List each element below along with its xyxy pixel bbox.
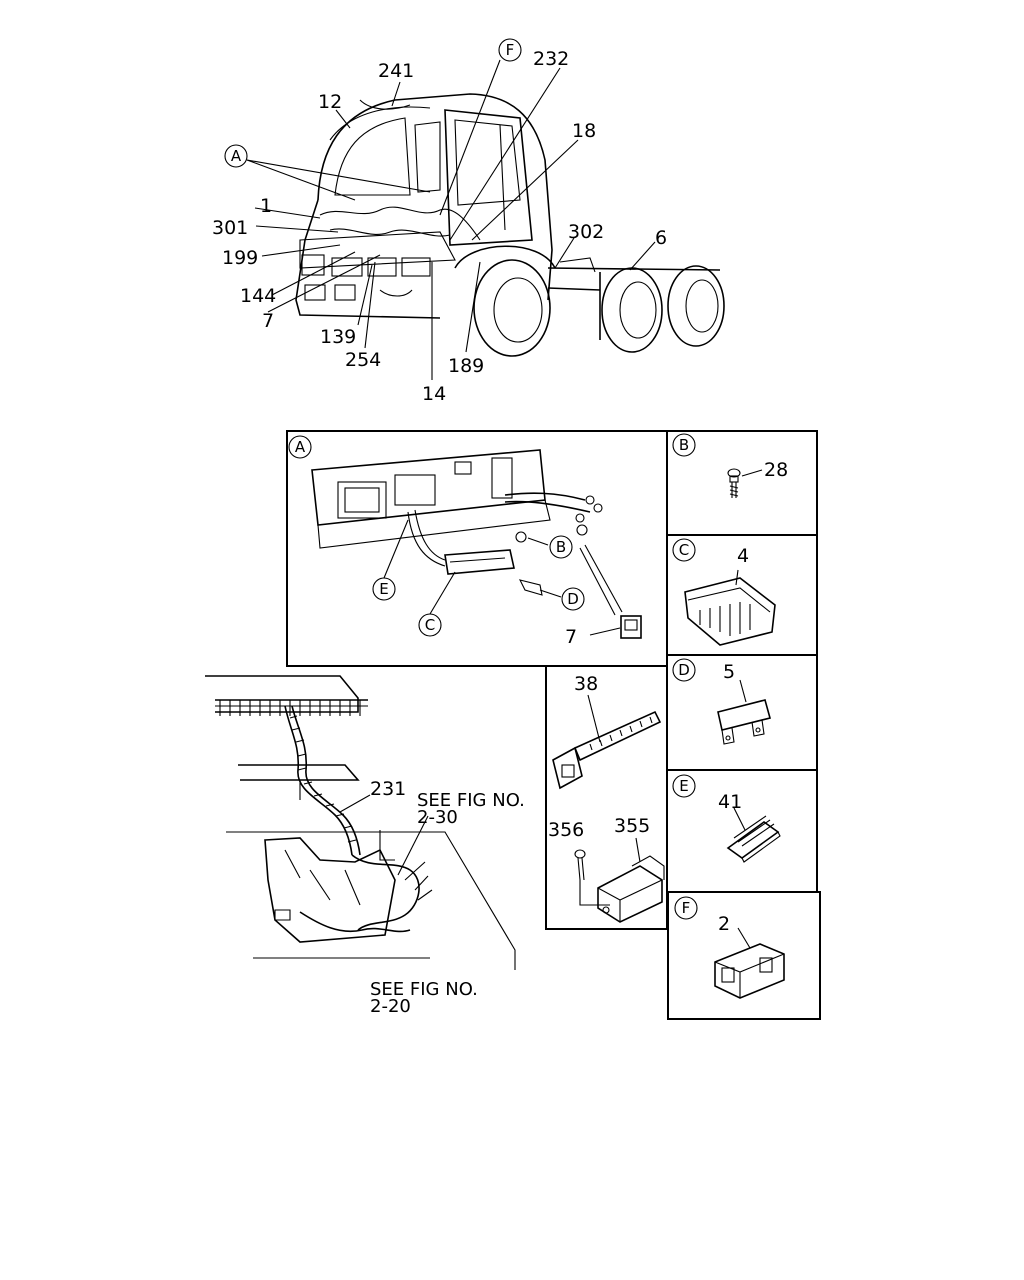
detail-F-panel: F 2	[667, 891, 821, 1020]
detail-D-panel: D 5	[666, 654, 818, 771]
callout-C-text: C	[425, 616, 435, 634]
detail-E-panel: E 41	[666, 769, 818, 893]
callout-C: C	[418, 613, 442, 637]
part-355: 355	[614, 815, 650, 837]
label-7-detail: 7	[565, 626, 577, 648]
callout-A-overview-text: A	[231, 147, 242, 165]
detail-E-letter-text: E	[679, 777, 688, 795]
label-199: 199	[222, 247, 258, 269]
label-232: 232	[533, 48, 569, 70]
detail-B-letter: B	[672, 433, 696, 457]
part-4: 4	[737, 545, 749, 567]
part-5: 5	[723, 661, 735, 683]
label-7-overview: 7	[262, 310, 274, 332]
harness-drawing: 231 SEE FIG NO. 2-30 SEE FIG NO. 2-20	[205, 675, 525, 1017]
detail-D-letter: D	[672, 658, 696, 682]
callout-B: B	[549, 535, 573, 559]
part-2: 2	[718, 913, 730, 935]
detail-C-panel: C 4	[666, 534, 818, 656]
part-356: 356	[548, 819, 584, 841]
callout-A-overview: A	[224, 144, 248, 168]
detail-A-letter: A	[288, 435, 312, 459]
label-1: 1	[260, 195, 272, 217]
truck-overview: 241 12 F 232 A 18 1 301 199 144 7 139 25…	[212, 38, 725, 405]
detail-A-letter-text: A	[295, 438, 306, 456]
detail-B-letter-text: B	[679, 436, 689, 454]
detail-C-letter: C	[672, 538, 696, 562]
callout-E-text: E	[379, 580, 388, 598]
label-14: 14	[422, 383, 446, 405]
part-41: 41	[718, 791, 742, 813]
part-28: 28	[764, 459, 788, 481]
part-38: 38	[574, 673, 598, 695]
label-12: 12	[318, 91, 342, 113]
callout-B-text: B	[556, 538, 566, 556]
detail-F-letter-text: F	[682, 899, 691, 917]
label-189: 189	[448, 355, 484, 377]
label-139: 139	[320, 326, 356, 348]
label-6: 6	[655, 227, 667, 249]
detail-C-letter-text: C	[679, 541, 689, 559]
callout-E: E	[372, 577, 396, 601]
label-302: 302	[568, 221, 604, 243]
detail-E-letter: E	[672, 774, 696, 798]
detail-A-panel: A	[286, 430, 668, 667]
callout-D: D	[561, 587, 585, 611]
detail-D-letter-text: D	[678, 661, 690, 679]
see-fig-2-30-line2: 2-30	[417, 807, 458, 828]
see-fig-2-20-line1: SEE FIG NO.	[370, 979, 478, 1000]
label-18: 18	[572, 120, 596, 142]
label-301: 301	[212, 217, 248, 239]
see-fig-2-30-line1: SEE FIG NO.	[417, 790, 525, 811]
callout-F-overview: F	[498, 38, 522, 62]
see-fig-2-20-line2: 2-20	[370, 996, 411, 1017]
detail-B-panel: B 28	[666, 430, 818, 536]
label-254: 254	[345, 349, 381, 371]
callout-D-text: D	[567, 590, 579, 608]
part-231: 231	[370, 778, 406, 800]
label-241: 241	[378, 60, 414, 82]
detail-F-letter: F	[674, 896, 698, 920]
callout-F-overview-text: F	[506, 41, 515, 59]
parts-38-355-panel: 38 356 355	[545, 665, 668, 930]
label-144: 144	[240, 285, 276, 307]
